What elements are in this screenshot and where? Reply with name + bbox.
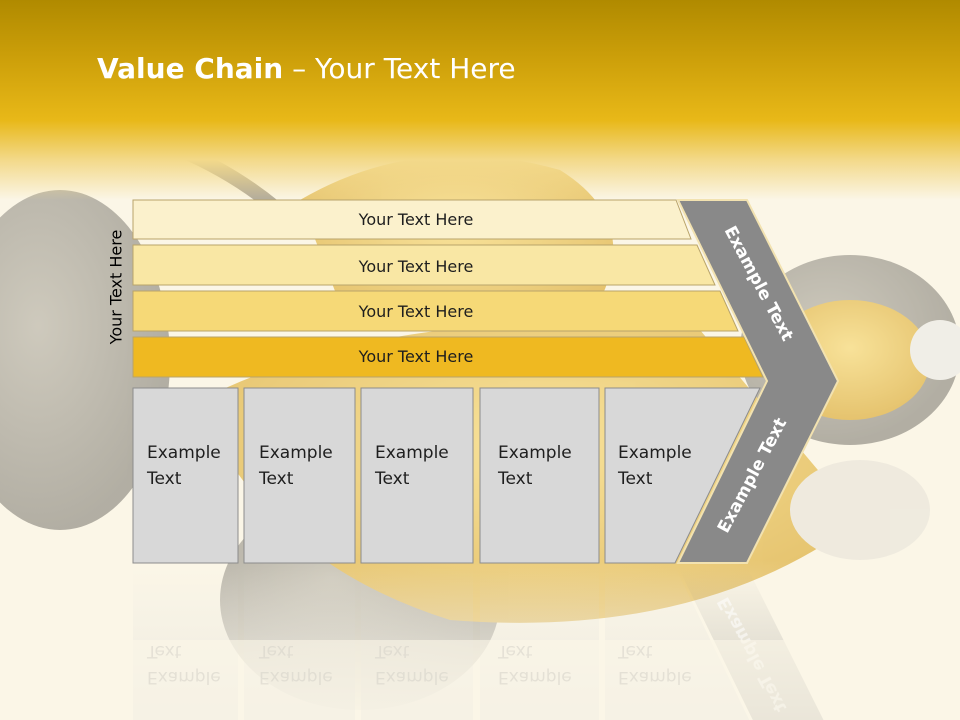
example-box-5-label: Example Text bbox=[617, 443, 697, 489]
example-box-2: Example Text bbox=[243, 387, 356, 564]
example-box-3-label: Example Text bbox=[374, 443, 454, 489]
example-box-1: Example Text bbox=[132, 387, 239, 564]
example-box-4: Example Text bbox=[479, 387, 600, 564]
bar-1-label: Your Text Here bbox=[358, 210, 474, 229]
example-box-2-shape bbox=[243, 387, 356, 564]
example-box-2-label: Example Text bbox=[258, 443, 338, 489]
example-box-5-shape bbox=[604, 387, 761, 564]
bar-4-shape bbox=[132, 336, 764, 378]
bar-1-shape bbox=[132, 199, 692, 240]
chevron-arrow-shape bbox=[676, 199, 840, 564]
example-box-3-shape bbox=[360, 387, 474, 564]
bar-3-shape bbox=[132, 290, 739, 332]
example-box-4-label: Example Text bbox=[497, 443, 577, 489]
example-box-3: Example Text bbox=[360, 387, 474, 564]
bar-4-label: Your Text Here bbox=[358, 347, 474, 366]
title-bold-part: Value Chain bbox=[97, 52, 284, 85]
bar-4: Your Text Here bbox=[132, 336, 764, 378]
bar-3: Your Text Here bbox=[132, 290, 739, 332]
bar-1: Your Text Here bbox=[132, 199, 692, 240]
reflection-fade-overlay bbox=[120, 640, 860, 720]
title-rest-part: – Your Text Here bbox=[283, 52, 516, 85]
example-box-5: Example Text bbox=[604, 387, 761, 564]
bar-2-shape bbox=[132, 244, 716, 286]
bar-2-label: Your Text Here bbox=[358, 257, 474, 276]
bar-3-label: Your Text Here bbox=[358, 302, 474, 321]
example-box-1-shape bbox=[132, 387, 239, 564]
example-box-4-shape bbox=[479, 387, 600, 564]
title-band bbox=[0, 0, 960, 200]
slide-title: Value Chain – Your Text Here bbox=[97, 52, 516, 85]
bar-2: Your Text Here bbox=[132, 244, 716, 286]
example-box-1-label: Example Text bbox=[146, 443, 226, 489]
